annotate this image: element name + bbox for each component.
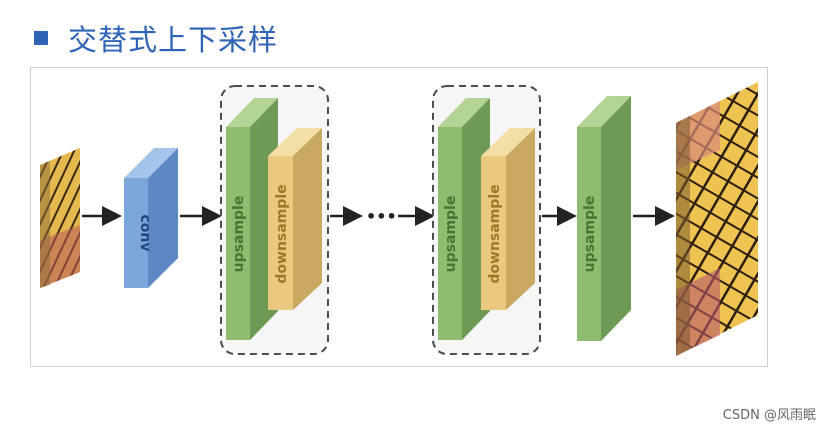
downsample-block-1: downsample — [268, 128, 322, 310]
ellipsis: ••• — [366, 207, 397, 226]
watermark: CSDN @风雨眠 — [722, 408, 816, 423]
section-title: 交替式上下采样 — [34, 18, 278, 58]
conv-block: conv — [124, 148, 178, 288]
downsample-label-2: downsample — [487, 184, 503, 283]
title-bullet-square — [34, 31, 48, 45]
conv-label: conv — [137, 214, 153, 251]
downsample-label-1: downsample — [274, 184, 290, 283]
output-image — [676, 82, 758, 356]
downsample-block-2: downsample — [481, 128, 535, 310]
upsample-block-final: upsample — [577, 96, 631, 341]
input-image — [40, 148, 80, 288]
upsample-label-1: upsample — [231, 196, 247, 273]
upsample-label-final: upsample — [582, 196, 598, 273]
title-text: 交替式上下采样 — [68, 23, 279, 57]
upsample-label-2: upsample — [443, 196, 459, 273]
